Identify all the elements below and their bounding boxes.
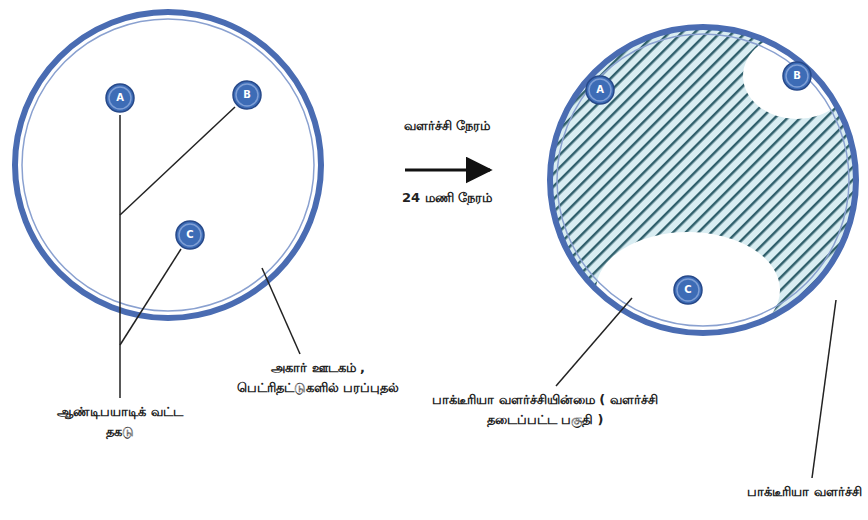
leader-line bbox=[120, 107, 235, 215]
antibiotic-disc: A bbox=[105, 83, 135, 113]
time-arrow bbox=[405, 169, 490, 172]
disc-letter: A bbox=[585, 75, 615, 105]
disc-letter: B bbox=[232, 80, 262, 110]
disc-circle bbox=[233, 81, 261, 109]
dish-rim bbox=[557, 34, 849, 326]
antibiotic-disc: A bbox=[585, 75, 615, 105]
leader-line bbox=[262, 268, 300, 354]
text-label: பாக்டீரியா வளர்ச்சியின்மை ( வளர்ச்சி தடை… bbox=[425, 390, 665, 430]
dish-rim bbox=[22, 19, 314, 311]
text-label: வளர்ச்சி நேரம் bbox=[362, 116, 532, 136]
text-label: 24 மணி நேரம் bbox=[362, 188, 532, 208]
petri-dish bbox=[15, 12, 321, 318]
antibiotic-disc: C bbox=[673, 275, 703, 305]
disc-circle bbox=[586, 76, 614, 104]
leader-line bbox=[812, 300, 836, 478]
disc-letter: A bbox=[105, 83, 135, 113]
antibiotic-disc: B bbox=[232, 80, 262, 110]
disc-circle bbox=[783, 62, 811, 90]
leader-line bbox=[119, 115, 121, 398]
petri-dish bbox=[550, 27, 856, 333]
text-label: அகார் ஊடகம் , பெட்ரிதட்டுகளில் பரப்புதல் bbox=[218, 358, 418, 398]
disc-circle bbox=[176, 221, 204, 249]
disc-circle bbox=[674, 276, 702, 304]
leader-line bbox=[556, 298, 632, 386]
text-label: ஆண்டிபயாடிக் வட்ட தகடு bbox=[55, 402, 185, 442]
disc-circle bbox=[106, 84, 134, 112]
text-label: பாக்டீரியா வளர்ச்சி bbox=[662, 482, 862, 502]
disc-letter: B bbox=[782, 61, 812, 91]
antibiotic-disc: B bbox=[782, 61, 812, 91]
disc-letter: C bbox=[673, 275, 703, 305]
leader-line bbox=[120, 249, 181, 345]
disc-letter: C bbox=[175, 220, 205, 250]
antibiotic-disc: C bbox=[175, 220, 205, 250]
